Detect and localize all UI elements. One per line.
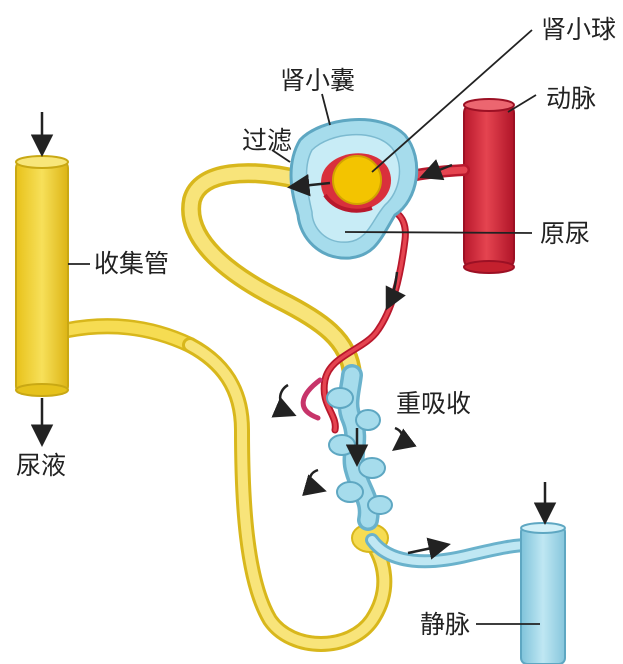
reabsorption-segment (327, 375, 392, 520)
leader-primary-urine (345, 232, 532, 233)
label-capsule: 肾小囊 (280, 66, 355, 95)
arrow-reabsorb-left-2 (310, 470, 322, 490)
label-artery: 动脉 (546, 84, 596, 113)
label-vein: 静脉 (420, 610, 470, 639)
vein (372, 523, 565, 664)
leader-capsule (322, 94, 330, 125)
label-reabsorption: 重吸收 (396, 389, 471, 418)
arrow-to-vein (408, 545, 446, 553)
label-urine: 尿液 (16, 451, 66, 480)
label-collecting-duct: 收集管 (94, 249, 169, 278)
label-primary-urine: 原尿 (540, 219, 590, 248)
label-glomerulus: 肾小球 (541, 15, 616, 44)
arrow-reabsorb-left-1 (280, 385, 292, 414)
label-filtration: 过滤 (242, 126, 292, 155)
arrow-reabsorb-right (395, 428, 402, 448)
